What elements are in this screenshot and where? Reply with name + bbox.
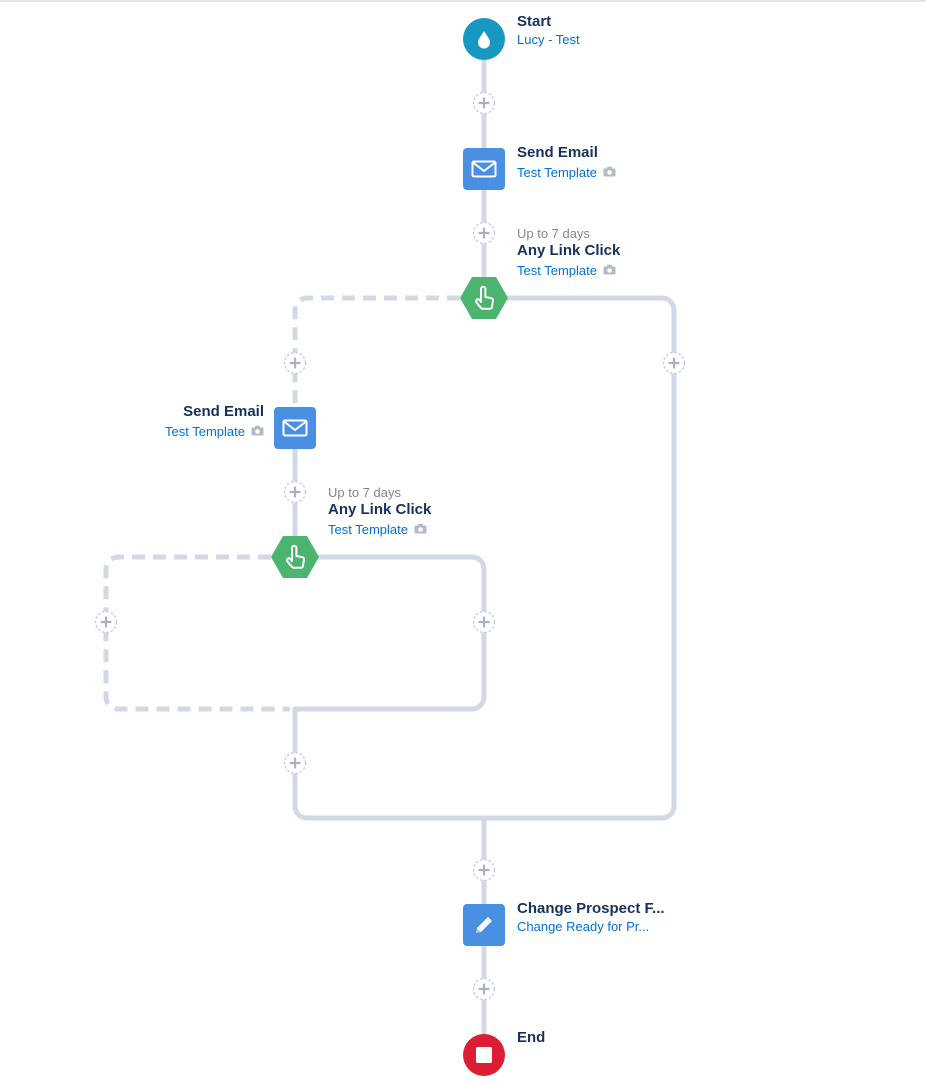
droplet-icon — [478, 31, 490, 49]
camera-icon[interactable] — [414, 520, 427, 540]
node-subtitle-link[interactable]: Lucy - Test — [517, 31, 580, 47]
connector-no-branch-1 — [292, 295, 460, 405]
start-label: Start Lucy - Test — [517, 13, 580, 48]
change-prospect-field-node[interactable] — [463, 904, 505, 946]
node-title: Send Email — [183, 403, 264, 420]
add-step-button[interactable] — [472, 858, 496, 882]
stop-icon — [476, 1047, 492, 1063]
node-title: Any Link Click — [517, 242, 621, 260]
connector-yes-branch-1 — [481, 295, 677, 821]
pointer-hand-icon — [475, 285, 494, 310]
node-title: End — [517, 1029, 546, 1046]
envelope-icon — [471, 160, 497, 178]
send-email-node[interactable] — [274, 407, 316, 449]
pointer-hand-icon — [286, 544, 305, 569]
any-link-click-label: Up to 7 days Any Link Click Test Templat… — [328, 485, 431, 540]
wait-duration: Up to 7 days — [328, 485, 401, 500]
node-title: Send Email — [517, 144, 598, 161]
add-step-button[interactable] — [472, 91, 496, 115]
node-title: Start — [517, 13, 552, 30]
end-label: End — [517, 1029, 545, 1048]
send-email-node[interactable] — [463, 148, 505, 190]
add-step-button[interactable] — [283, 351, 307, 375]
template-link[interactable]: Test Template — [517, 263, 597, 279]
start-node[interactable] — [463, 18, 505, 60]
template-link[interactable]: Test Template — [517, 164, 597, 180]
add-step-button[interactable] — [662, 351, 686, 375]
end-node[interactable] — [463, 1034, 505, 1076]
camera-icon[interactable] — [603, 261, 616, 281]
change-prospect-field-label: Change Prospect F... Change Ready for Pr… — [517, 900, 665, 935]
no-path-connectors — [103, 295, 460, 712]
send-email-label: Send Email Test Template — [517, 144, 616, 183]
envelope-icon — [282, 419, 308, 437]
node-title: Any Link Click — [328, 501, 432, 519]
template-link[interactable]: Test Template — [328, 522, 408, 538]
camera-icon[interactable] — [603, 163, 616, 183]
add-step-button[interactable] — [283, 480, 307, 504]
connector-yes-branch-2 — [292, 554, 487, 712]
template-link[interactable]: Test Template — [165, 423, 245, 439]
connector-merge-left — [292, 706, 487, 821]
add-step-button[interactable] — [283, 751, 307, 775]
any-link-click-label: Up to 7 days Any Link Click Test Templat… — [517, 226, 620, 281]
add-step-button[interactable] — [94, 610, 118, 634]
any-link-click-node[interactable] — [271, 536, 319, 578]
any-link-click-node[interactable] — [460, 277, 508, 319]
top-border — [0, 0, 926, 2]
send-email-label: Send Email Test Template — [120, 403, 264, 442]
add-step-button[interactable] — [472, 977, 496, 1001]
node-title: Change Prospect F... — [517, 900, 665, 917]
pencil-icon — [476, 917, 492, 933]
add-step-button[interactable] — [472, 221, 496, 245]
add-step-button[interactable] — [472, 610, 496, 634]
camera-icon[interactable] — [251, 422, 264, 442]
node-subtitle-link[interactable]: Change Ready for Pr... — [517, 918, 650, 934]
connectors — [292, 57, 677, 1038]
wait-duration: Up to 7 days — [517, 226, 590, 241]
connector-no-branch-2 — [103, 554, 290, 712]
